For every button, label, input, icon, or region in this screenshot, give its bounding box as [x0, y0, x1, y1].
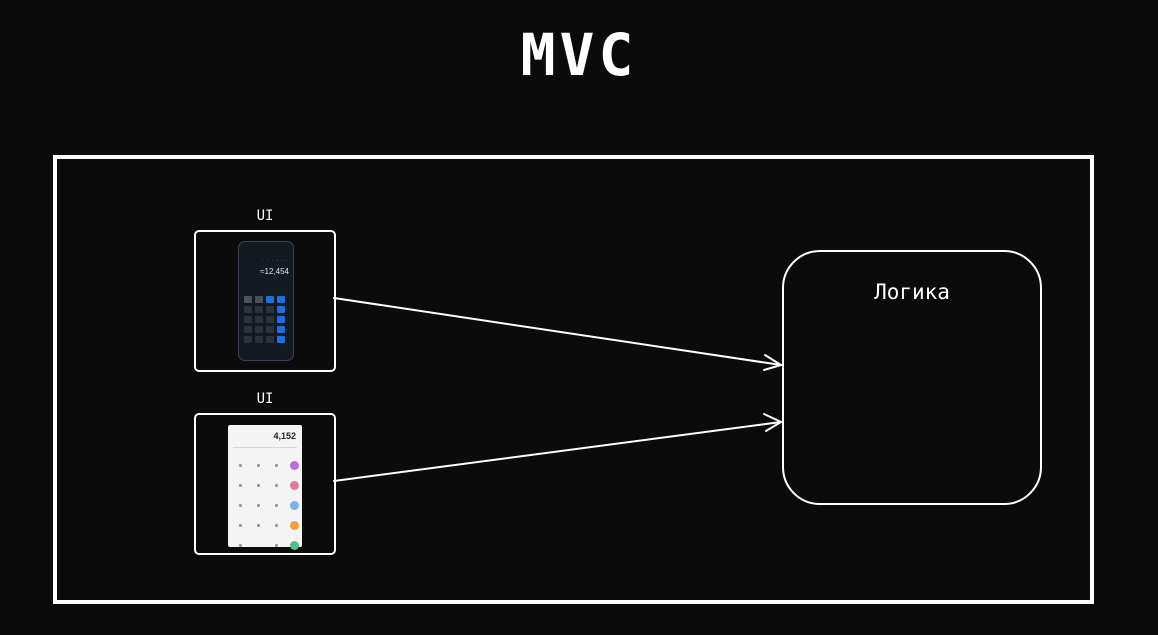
light-calculator-image: 4,152 [228, 425, 302, 550]
ui-label-top: UI [256, 208, 274, 224]
page-title: MVC [520, 21, 638, 89]
dark-calculator-image: · · · · · · ≈12,454 [238, 241, 294, 361]
logic-label: Логика [874, 280, 950, 304]
light-calc-keypad [235, 460, 299, 550]
ui-box-top: · · · · · · ≈12,454 [194, 230, 336, 372]
dark-calc-display: ≈12,454 [260, 267, 289, 276]
ui-box-bottom: 4,152 [194, 413, 336, 555]
logic-box: Логика [782, 250, 1042, 505]
ui-label-bottom: UI [256, 391, 274, 407]
dark-calc-keypad [244, 296, 288, 343]
arrow-bottom-ui-to-logic [333, 421, 782, 482]
light-calc-divider [233, 447, 297, 448]
light-calc-display: 4,152 [273, 431, 296, 441]
arrowhead-bottom [763, 413, 784, 432]
arrowhead-top [763, 354, 784, 371]
dark-calc-history: · · · · · · [261, 258, 289, 263]
arrow-top-ui-to-logic [333, 297, 782, 366]
diagram-frame [53, 155, 1094, 604]
